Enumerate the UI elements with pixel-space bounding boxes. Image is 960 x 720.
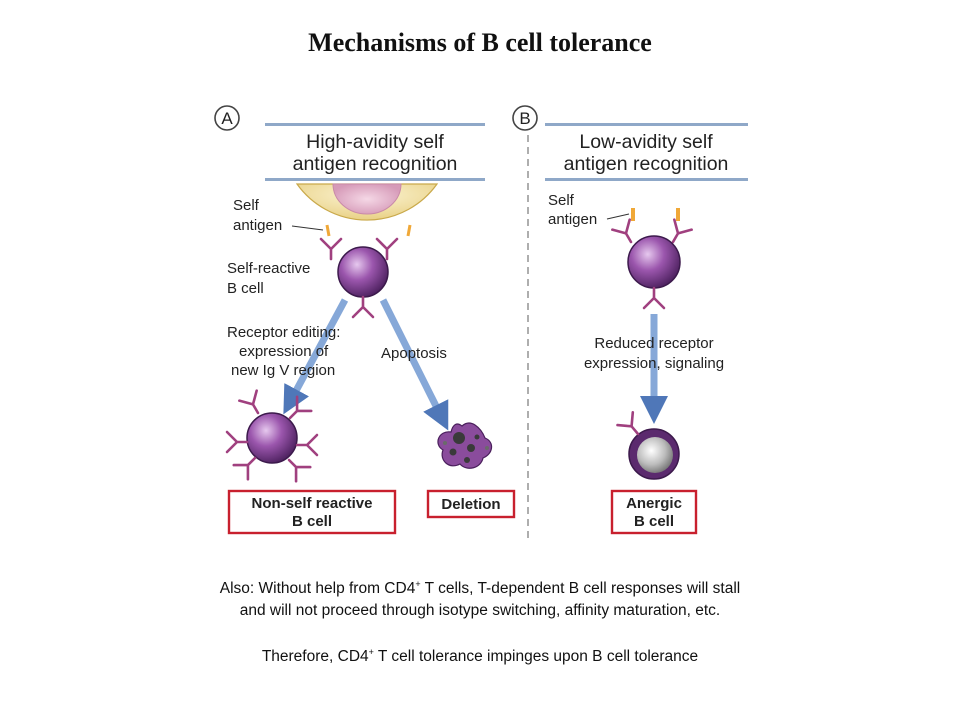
panel-a-header-line1: High-avidity self — [306, 131, 444, 153]
outcome-non-self-reactive-line2: B cell — [292, 513, 332, 530]
panel-b-self-antigen-line2: antigen — [548, 211, 597, 228]
outcome-deletion-label: Deletion — [441, 496, 500, 513]
panel-b-header-top-bar — [545, 123, 748, 126]
self-antigen-leader — [291, 225, 324, 231]
panel-a-b-cell-line1: Self-reactive — [227, 260, 310, 277]
outcome-deletion-box — [426, 489, 516, 519]
self-antigen-leader — [606, 213, 630, 220]
panel-b-marker: B — [519, 109, 530, 128]
panel-b-header-line1: Low-avidity self — [579, 131, 713, 153]
receptor-editing-line1: Receptor editing: — [227, 324, 340, 341]
outcome-non-self-reactive-line1: Non-self reactive — [252, 495, 373, 512]
panel-a-header-line2: antigen recognition — [293, 153, 458, 175]
receptor-editing-line3: new Ig V region — [231, 362, 335, 379]
self-antigen-marker — [325, 224, 331, 237]
outcome-anergic-box — [610, 489, 698, 535]
reduced-receptor-line2: expression, signaling — [584, 355, 724, 372]
notes-conclusion: Therefore, CD4+ T cell tolerance impinge… — [261, 646, 699, 665]
apoptotic-cell — [437, 422, 493, 469]
low-avidity-b-cell — [627, 235, 681, 289]
panel-b-header-bottom-bar — [545, 178, 748, 181]
panel-a-marker: A — [221, 109, 233, 128]
outcome-anergic-line1: Anergic — [626, 495, 682, 512]
panel-b-header-line2: antigen recognition — [564, 153, 729, 175]
notes-paragraph: Also: Without help from CD4+ T cells, T-… — [0, 578, 960, 622]
panel-a-header-top-bar — [265, 123, 485, 126]
notes-line2: and will not proceed through isotype swi… — [239, 602, 721, 619]
self-reactive-b-cell — [337, 246, 389, 298]
outcome-anergic-line2: B cell — [634, 513, 674, 530]
slide-title: Mechanisms of B cell tolerance — [308, 28, 652, 57]
receptor-editing-line2: expression of — [239, 343, 329, 360]
apoptosis-arrow — [379, 298, 449, 431]
apoptosis-label: Apoptosis — [381, 345, 447, 362]
panel-a-b-cell-line2: B cell — [227, 280, 264, 297]
receptor-editing-arrow — [283, 298, 349, 415]
reduced-receptor-line1: Reduced receptor — [594, 335, 713, 352]
panel-b: B Low-avidity self antigen recognition S… — [512, 105, 748, 535]
panel-a-marker-circle — [214, 105, 240, 131]
anergic-b-cell — [616, 410, 680, 480]
panel-a-header-bottom-bar — [265, 178, 485, 181]
panel-b-marker-circle — [512, 105, 538, 131]
outcome-non-self-reactive-box — [227, 489, 397, 535]
non-self-reactive-b-cell — [225, 389, 319, 483]
self-antigen-marker — [406, 224, 412, 237]
panel-a: A High-avidity self antigen recognition … — [214, 105, 516, 535]
panel-b-self-antigen-line1: Self — [548, 192, 575, 209]
notes-line1: Also: Without help from CD4+ T cells, T-… — [219, 578, 741, 597]
tolerance-diagram: A High-avidity self antigen recognition … — [214, 105, 748, 540]
apc-nucleus — [332, 183, 402, 215]
panel-a-self-antigen-line1: Self — [233, 197, 260, 214]
panel-a-self-antigen-line2: antigen — [233, 217, 282, 234]
